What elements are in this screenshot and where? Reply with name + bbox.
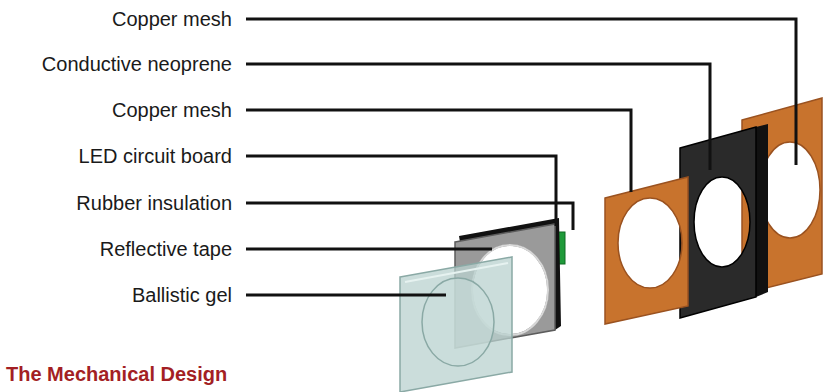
part-label: Ballistic gel [132,283,232,307]
part-label: LED circuit board [79,144,232,168]
part-label: Conductive neoprene [42,52,232,76]
leader-lines [246,19,796,295]
section-heading: The Mechanical Design [6,362,227,386]
ballistic-gel [400,257,512,392]
part-label: Reflective tape [100,237,232,261]
copper-mesh-front [605,177,688,324]
part-label: Copper mesh [112,98,232,122]
part-label: Copper mesh [112,7,232,31]
conductive-neoprene [680,124,768,318]
part-label: Rubber insulation [76,191,232,215]
